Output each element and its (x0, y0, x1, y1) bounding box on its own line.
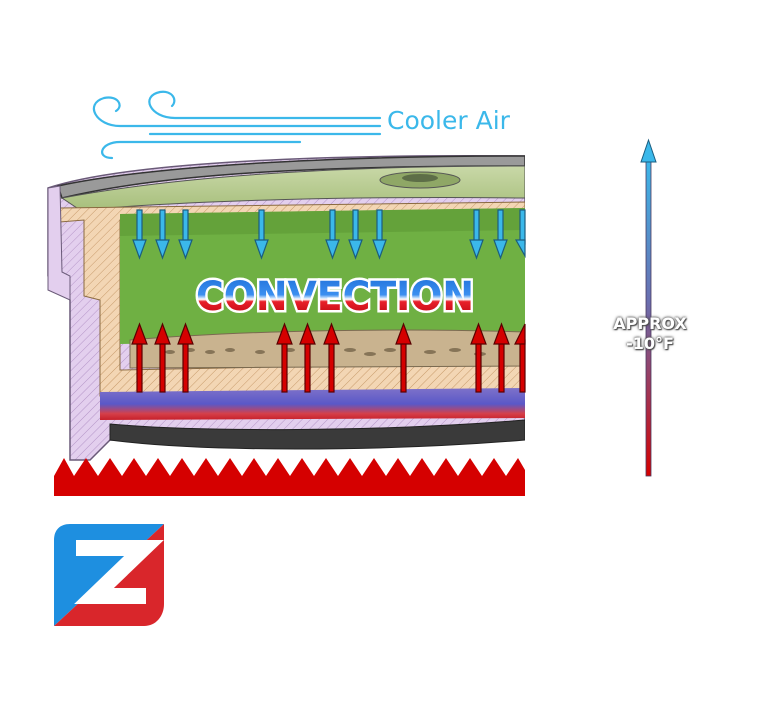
liquid-chamber (120, 208, 525, 344)
base-plate (100, 388, 525, 420)
brand-logo (54, 524, 164, 626)
cooler-air-label: Cooler Air (387, 106, 510, 135)
heating-element (54, 458, 525, 496)
down-arrow (469, 209, 484, 260)
up-arrow (514, 323, 526, 393)
up-arrow (131, 322, 148, 393)
cool-air-arrows (132, 209, 526, 260)
down-arrow (372, 209, 387, 260)
down-arrow (514, 209, 526, 259)
temperature-gradient-arrow (640, 138, 657, 477)
cutaway-section (47, 155, 525, 461)
up-arrow (177, 322, 194, 393)
up-arrow (395, 322, 412, 393)
up-arrow (470, 322, 487, 393)
up-arrow (493, 322, 510, 393)
down-arrow (132, 209, 147, 260)
up-arrow (323, 322, 340, 393)
down-arrow (254, 209, 269, 260)
lid-rim (57, 155, 525, 199)
convection-label: CONVECTION (194, 272, 477, 323)
down-arrow (325, 209, 340, 260)
wind-icon (92, 90, 382, 160)
down-arrow (155, 209, 170, 260)
temperature-label-line1: APPROX (613, 314, 687, 333)
convection-text: CONVECTION (196, 274, 474, 320)
up-arrow (154, 322, 171, 393)
down-arrow (178, 209, 193, 260)
down-arrow (493, 209, 508, 260)
up-arrow (276, 322, 293, 393)
heat-arrows (131, 322, 526, 393)
up-arrow (299, 322, 316, 393)
temperature-label-line2: -10°F (626, 334, 674, 353)
down-arrow (348, 209, 363, 260)
temperature-label: APPROX -10°F (590, 314, 710, 354)
